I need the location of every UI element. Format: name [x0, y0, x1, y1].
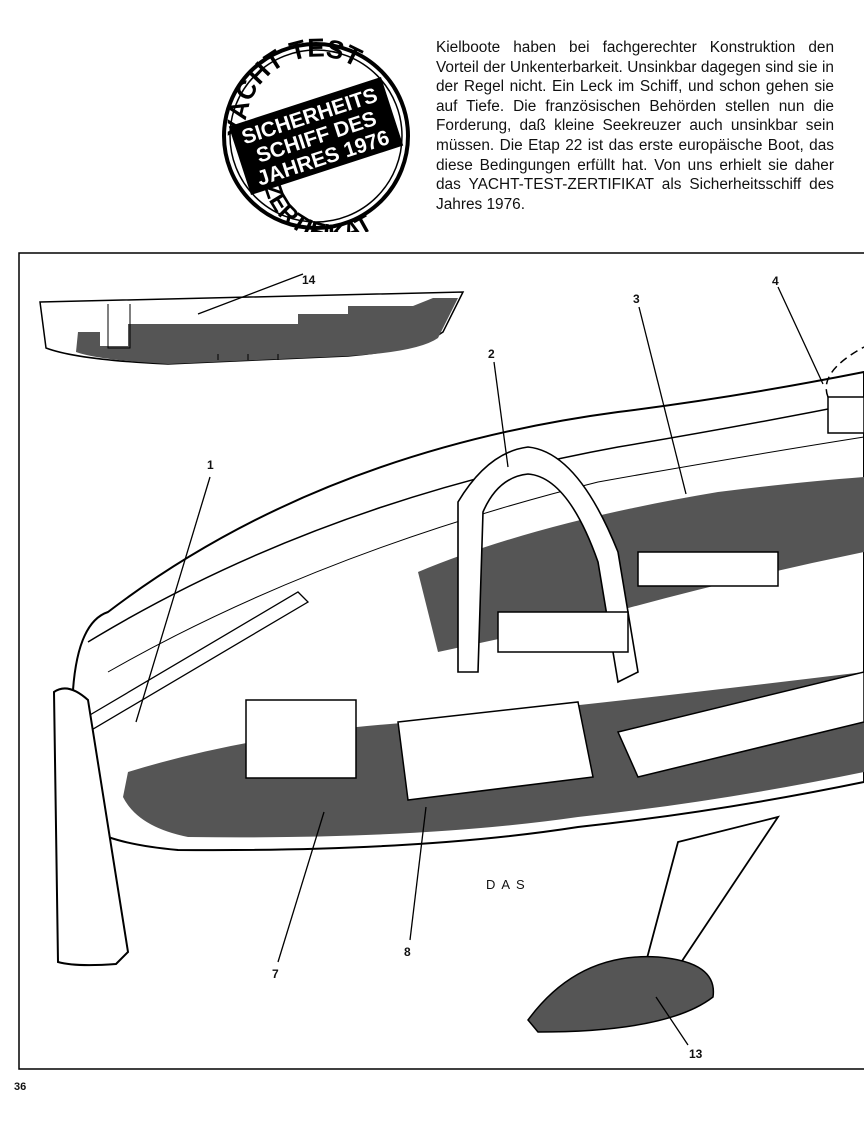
callout-7: 7: [272, 967, 279, 981]
callout-13: 13: [689, 1047, 703, 1061]
side-bench: [616, 671, 864, 778]
cockpit-well: [637, 551, 779, 587]
callout-4: 4: [772, 274, 779, 288]
callout-1: 1: [207, 458, 214, 472]
figure-frame: [18, 252, 864, 1070]
callout-8: 8: [404, 945, 411, 959]
locker-centre: [397, 701, 594, 801]
locker-left: [245, 699, 357, 779]
inset-hull-profile: [39, 273, 465, 365]
illustrator-signature: DAS: [486, 877, 531, 892]
hull-cutaway-illustration: 14 1 2 3 4 7 8 13 DAS: [18, 252, 864, 1070]
rudder: [52, 687, 130, 967]
keel-bulb: [527, 955, 715, 1033]
intro-text: Kielboote haben bei fachgerechter Konstr…: [436, 39, 834, 213]
callout-3: 3: [633, 292, 640, 306]
intro-paragraph: Kielboote haben bei fachgerechter Konstr…: [436, 38, 834, 214]
mast-step: [827, 396, 864, 434]
bulkhead-frame: [457, 446, 639, 684]
forward-well: [497, 611, 629, 653]
callout-2: 2: [488, 347, 495, 361]
callout-14: 14: [302, 273, 316, 287]
certificate-badge: YACHT TEST SICHERHEITS SCHIFF DES JAHRES…: [222, 36, 410, 232]
page-number: 36: [14, 1081, 27, 1093]
